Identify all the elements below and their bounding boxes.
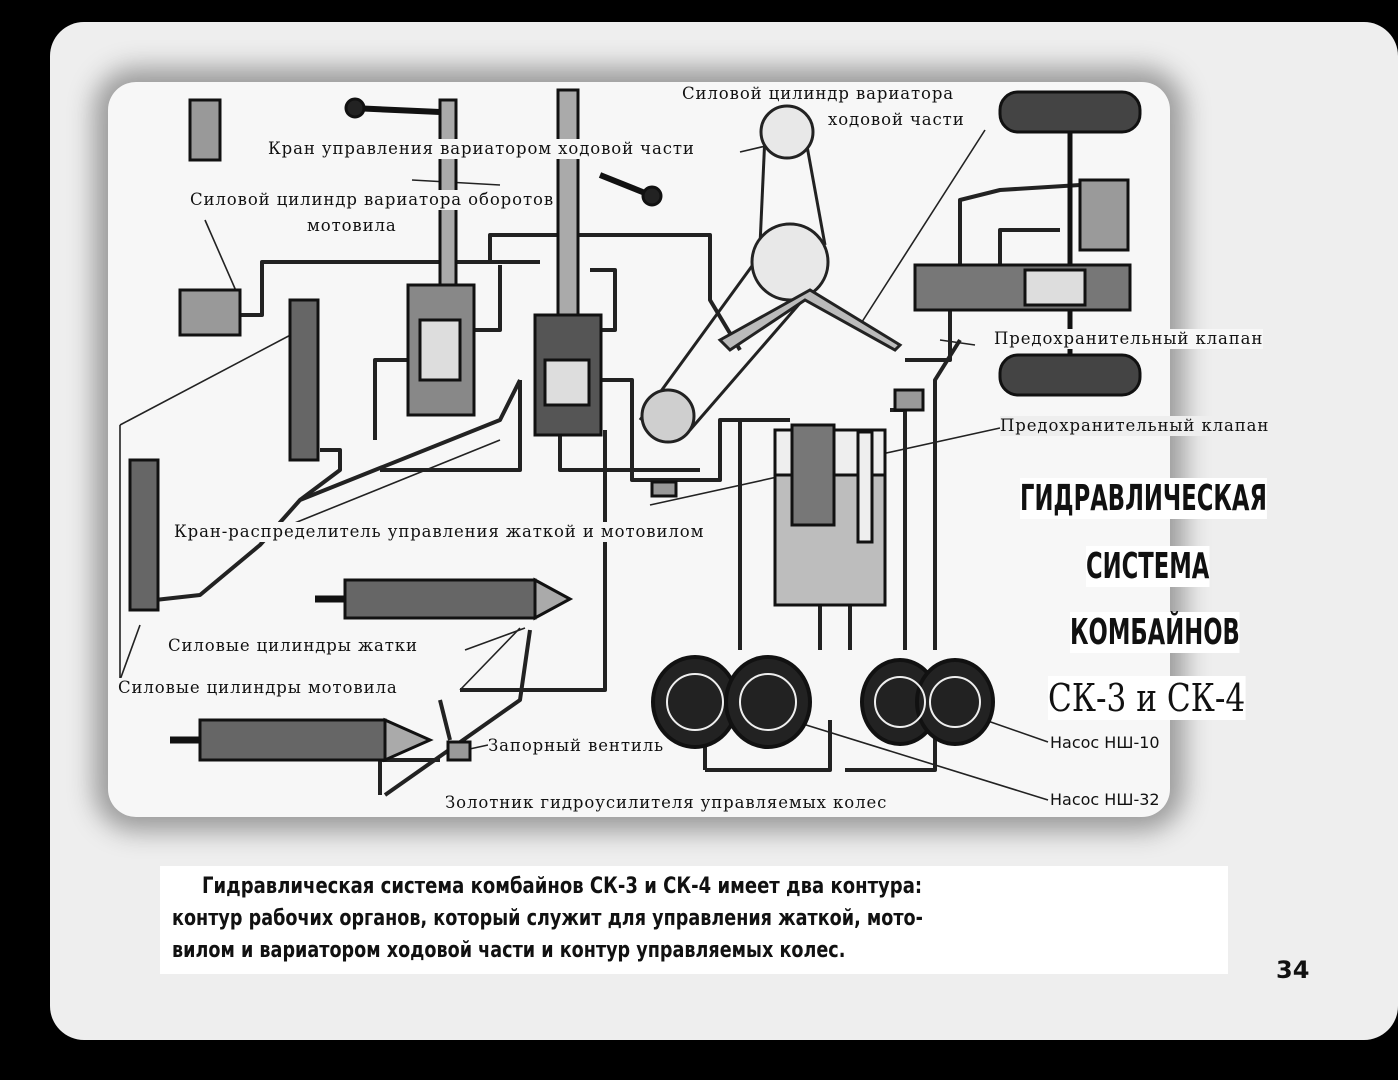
header-cylinder-bottom bbox=[198, 718, 387, 762]
reel-cylinder-left bbox=[128, 458, 160, 612]
reel-variator-mechanism bbox=[178, 288, 242, 337]
label-relief-valve-1: Предохранительный клапан bbox=[994, 329, 1264, 349]
caption-line-3: вилом и вариатором ходовой части и конту… bbox=[172, 938, 846, 963]
title-line-2: СИСТЕМА bbox=[1086, 546, 1210, 587]
tank-filter bbox=[790, 423, 836, 527]
caption-box: Гидравлическая система комбайнов СК-3 и … bbox=[160, 866, 1228, 974]
pipe bbox=[383, 629, 532, 797]
page-number: 34 bbox=[1276, 956, 1310, 984]
label-header-cylinders: Силовые цилиндры жатки bbox=[168, 636, 418, 656]
pipe bbox=[298, 448, 342, 502]
pipe bbox=[154, 379, 522, 602]
title-line-3: КОМБАЙНОВ bbox=[1070, 612, 1240, 653]
label-relief-valve-2: Предохранительный клапан bbox=[1000, 416, 1270, 436]
pipe bbox=[438, 699, 452, 741]
variator-pulley bbox=[759, 104, 815, 160]
title-line-1: ГИДРАВЛИЧЕСКАЯ bbox=[1020, 478, 1267, 519]
label-steering-spool: Золотник гидроусилителя управляемых коле… bbox=[445, 793, 888, 813]
pipe bbox=[558, 430, 700, 472]
header-cylinder-top bbox=[343, 578, 537, 620]
pipe bbox=[890, 408, 907, 650]
pipe bbox=[240, 260, 540, 317]
pipe bbox=[600, 378, 790, 482]
wheel-top bbox=[998, 90, 1142, 134]
pipe bbox=[470, 265, 502, 332]
variator-pulley bbox=[640, 388, 696, 444]
label-reel-cylinders: Силовые цилиндры мотовила bbox=[118, 678, 398, 698]
wheel-bottom bbox=[998, 353, 1142, 397]
distributor-stem bbox=[556, 88, 580, 322]
pipe bbox=[460, 430, 607, 692]
variator-arm bbox=[717, 288, 903, 352]
label-reel-variator-cylinder-1: Силовой цилиндр вариатора оборотов bbox=[190, 190, 555, 210]
steering-spool-body bbox=[913, 263, 1132, 312]
variator-pulley bbox=[750, 222, 830, 302]
label-shutoff-valve: Запорный вентиль bbox=[488, 736, 665, 756]
pipe bbox=[905, 300, 952, 362]
label-variator-drive-cylinder-1: Силовой цилиндр вариатора bbox=[682, 84, 955, 104]
pump-nsh10-gear bbox=[915, 658, 995, 746]
caption-line-2: контур рабочих органов, который служит д… bbox=[172, 906, 923, 931]
title-line-4: СК-3 и СК-4 bbox=[1048, 676, 1246, 720]
steering-cylinder bbox=[1078, 178, 1130, 252]
label-distributor: Кран-распределитель управления жаткой и … bbox=[174, 522, 705, 542]
pipe bbox=[958, 183, 1081, 310]
pipe bbox=[488, 233, 742, 352]
pipe bbox=[933, 338, 962, 650]
pump-nsh32-gear bbox=[724, 655, 812, 749]
label-pump-nsh10: Насос НШ-10 bbox=[1050, 733, 1160, 752]
shutoff-valve-body bbox=[446, 740, 472, 762]
reel-cylinder-right bbox=[288, 298, 320, 462]
label-pump-nsh32: Насос НШ-32 bbox=[1050, 790, 1160, 809]
caption-line-1: Гидравлическая система комбайнов СК-3 и … bbox=[202, 874, 923, 899]
pipe bbox=[998, 228, 1060, 265]
label-variator-drive-valve: Кран управления вариатором ходовой части bbox=[268, 139, 695, 159]
label-reel-variator-cylinder-2: мотовила bbox=[307, 216, 397, 236]
label-variator-drive-cylinder-2: ходовой части bbox=[828, 110, 965, 130]
pipe bbox=[373, 358, 420, 440]
pipe bbox=[705, 720, 832, 772]
